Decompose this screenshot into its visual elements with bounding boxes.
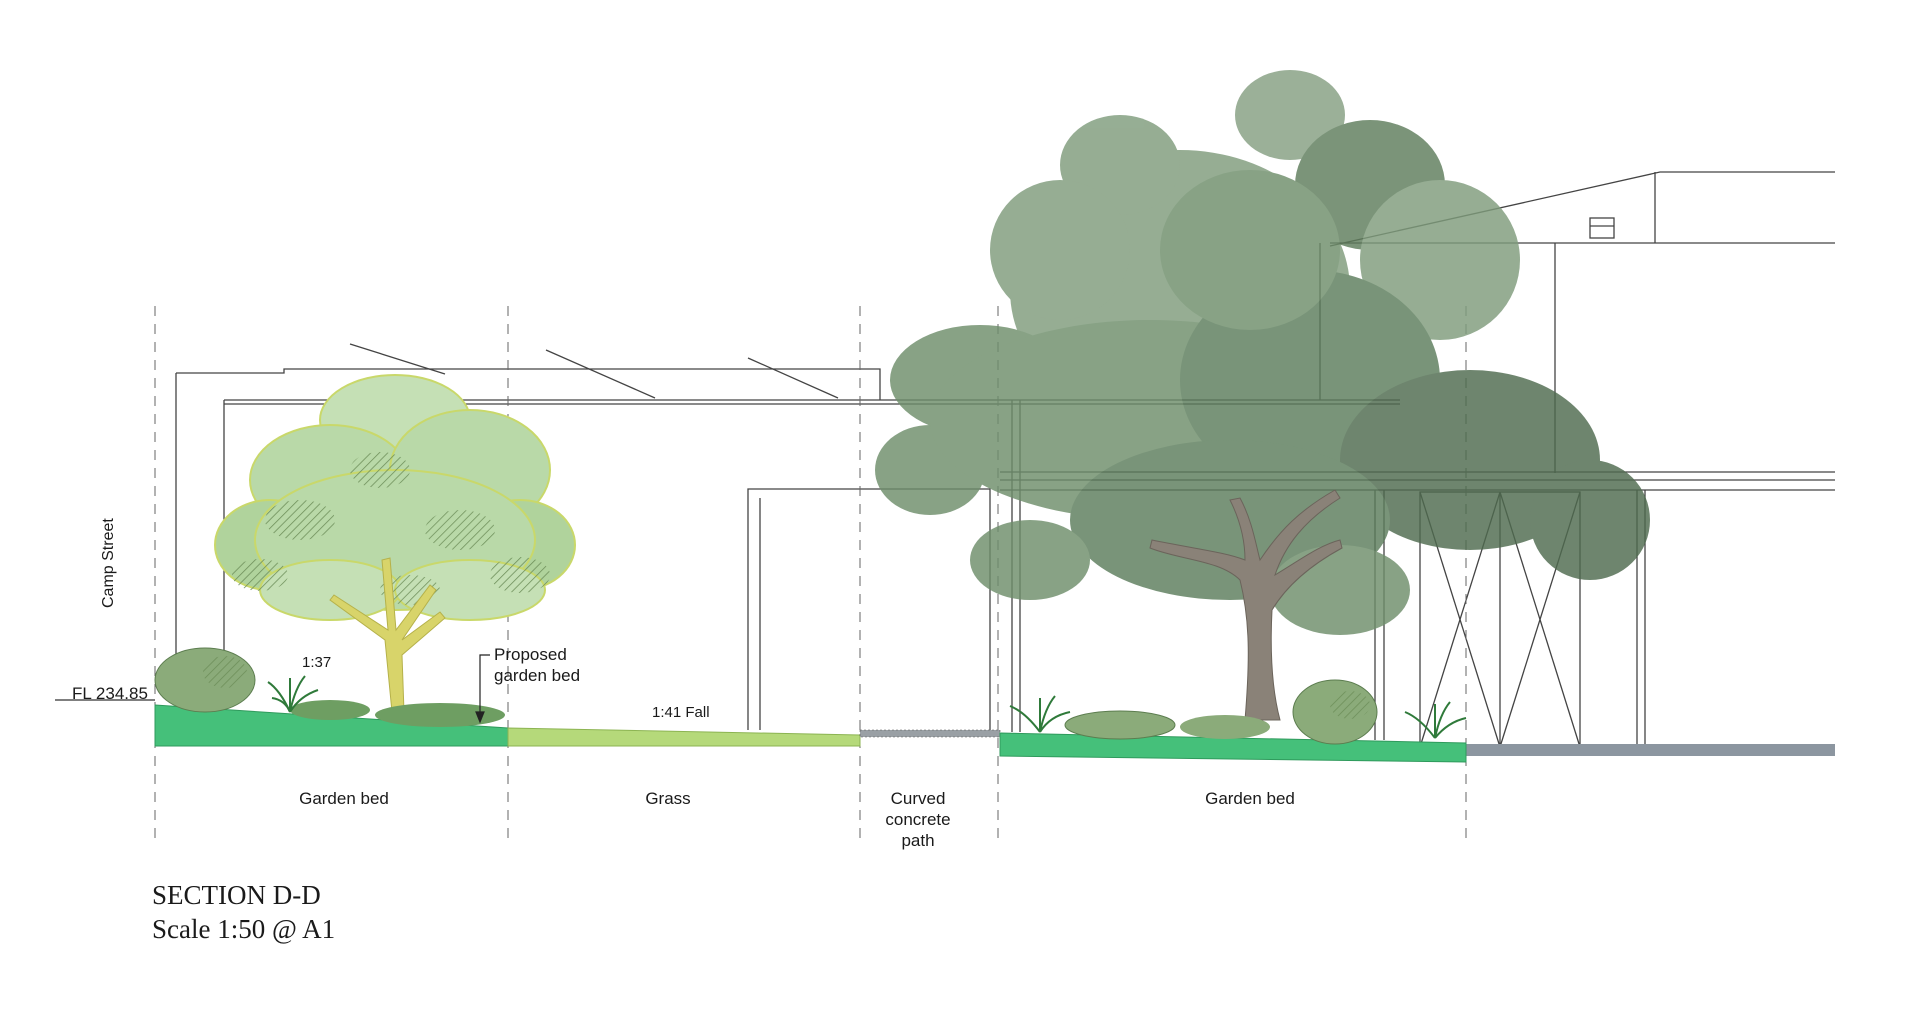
floor-level-label: FL 234.85 [72,684,148,703]
large-tree-trunk [1149,489,1343,721]
zone-grass: Grass [645,789,691,808]
zone-path-line2: concrete [885,810,951,829]
proposed-bed-label-line2: garden bed [494,666,581,685]
slope-label: 1:37 [302,654,332,671]
shrubs-left [154,647,505,727]
small-tree-trunk [329,557,446,713]
grass-strip [507,727,861,747]
proposed-bed-leader [475,654,490,724]
scale-label: Scale 1:50 @ A1 [152,914,336,944]
shrubs-right [1009,679,1467,745]
proposed-bed-label-line1: Proposed [494,645,567,664]
section-title: SECTION D-D [152,880,321,910]
concrete-path [859,729,1001,738]
small-tree-leaf-hatch [232,452,550,605]
large-tree [875,70,1650,721]
fall-label: 1:41 Fall [652,704,710,721]
zone-path-line3: path [901,831,935,850]
zone-path-line1: Curved [890,789,946,808]
large-tree-canopy [875,70,1650,635]
garden-bed-right [999,732,1467,763]
zone-garden-bed-left: Garden bed [299,789,389,808]
street-label: Camp Street [100,518,117,608]
paving-right [1460,744,1835,756]
small-tree [214,374,576,713]
zone-garden-bed-right: Garden bed [1205,789,1295,808]
